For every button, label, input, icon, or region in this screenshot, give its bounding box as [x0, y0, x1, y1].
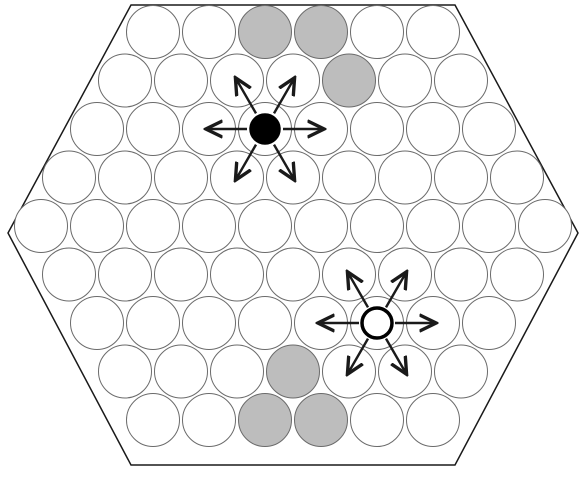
board-cell[interactable] [350, 102, 404, 156]
board-cell[interactable] [434, 344, 488, 399]
board-cell[interactable] [70, 296, 124, 350]
board-cell[interactable] [462, 296, 516, 350]
board-cell[interactable] [406, 393, 460, 447]
board-cell[interactable] [154, 150, 208, 205]
board-cell[interactable] [182, 5, 236, 59]
pieces-layer [249, 113, 394, 340]
board-cell[interactable] [42, 150, 96, 205]
black-piece-arrow-south-west [236, 143, 258, 180]
board-cell[interactable] [406, 199, 460, 253]
board-cell[interactable] [98, 247, 152, 302]
board-cell[interactable] [126, 296, 180, 350]
board-cell[interactable] [182, 296, 236, 350]
board-outline [7, 4, 579, 466]
board-cell[interactable] [490, 247, 544, 302]
board-cell[interactable] [462, 102, 516, 156]
board-cell[interactable] [406, 5, 460, 59]
cells-layer [14, 5, 572, 447]
board-cell[interactable] [266, 247, 320, 302]
board-cell[interactable] [182, 199, 236, 253]
blocked-cell[interactable] [294, 393, 348, 447]
white-piece-arrow-south-east [384, 337, 406, 374]
black-piece-arrow-north-west [236, 79, 258, 115]
board-cell[interactable] [434, 150, 488, 205]
board-cell[interactable] [154, 247, 208, 302]
board-cell[interactable] [238, 199, 292, 253]
board-cell[interactable] [322, 150, 376, 205]
blocked-cell[interactable] [238, 393, 292, 447]
blocked-cell[interactable] [266, 344, 320, 399]
white-piece-arrow-north-east [384, 273, 406, 309]
board-cell[interactable] [98, 150, 152, 205]
board-cell[interactable] [518, 199, 572, 253]
board-cell[interactable] [154, 53, 208, 108]
board-cell[interactable] [14, 199, 68, 253]
black-piece[interactable] [249, 113, 281, 145]
board-cell[interactable] [154, 344, 208, 399]
board-cell[interactable] [434, 247, 488, 302]
board-cell[interactable] [350, 5, 404, 59]
white-piece-arrow-north-west [348, 273, 370, 309]
board-cell[interactable] [42, 247, 96, 302]
black-piece-arrow-north-east [272, 79, 294, 115]
board-cell[interactable] [98, 53, 152, 108]
board-cell[interactable] [126, 199, 180, 253]
board-cell[interactable] [126, 5, 180, 59]
board-cell[interactable] [210, 344, 264, 399]
board-cell[interactable] [462, 199, 516, 253]
board-cell[interactable] [350, 393, 404, 447]
board-cell[interactable] [98, 344, 152, 399]
blocked-cell[interactable] [294, 5, 348, 59]
blocked-cell[interactable] [238, 5, 292, 59]
board-cell[interactable] [378, 150, 432, 205]
white-piece[interactable] [360, 306, 394, 340]
board-cell[interactable] [126, 102, 180, 156]
board-cell[interactable] [406, 102, 460, 156]
move-arrows-layer [207, 79, 435, 373]
board-cell[interactable] [378, 53, 432, 108]
board-cell[interactable] [126, 393, 180, 447]
board-cell[interactable] [70, 199, 124, 253]
board-cell[interactable] [210, 247, 264, 302]
board-cell[interactable] [238, 296, 292, 350]
board-cell[interactable] [182, 393, 236, 447]
board-cell[interactable] [490, 150, 544, 205]
board-cell[interactable] [434, 53, 488, 108]
board-cell[interactable] [294, 199, 348, 253]
white-piece-arrow-south-west [348, 337, 370, 374]
board-cell[interactable] [70, 102, 124, 156]
blocked-cell[interactable] [322, 53, 376, 108]
board-cell[interactable] [350, 199, 404, 253]
black-piece-arrow-south-east [272, 143, 294, 180]
